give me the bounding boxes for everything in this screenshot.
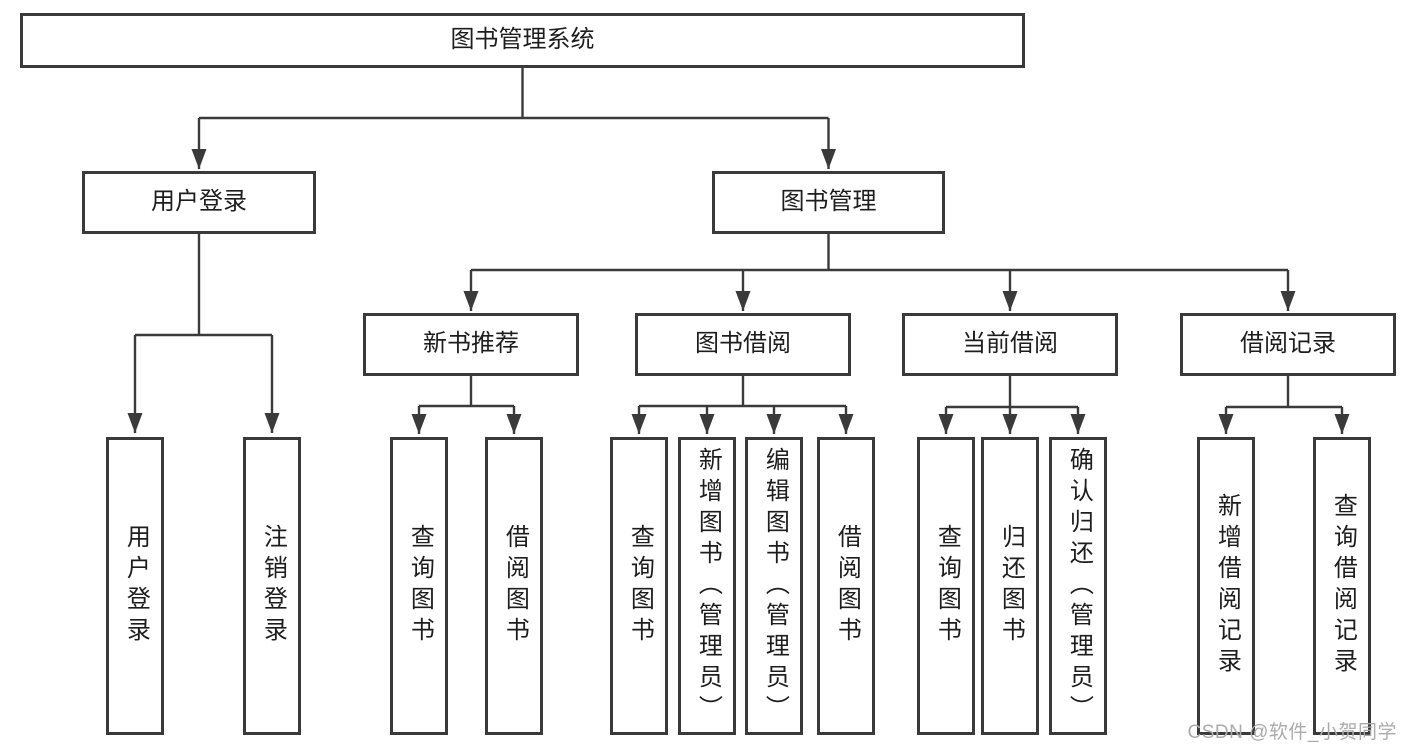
leaf-add-books-admin-label: 新增图书（管理员） <box>694 446 722 726</box>
node-new-book-recommend: 新书推荐 <box>363 313 579 376</box>
leaf-logout: 注销登录 <box>243 437 301 735</box>
leaf-query-books-recommend: 查询图书 <box>390 437 448 735</box>
node-current-borrowing: 当前借阅 <box>902 313 1118 376</box>
node-book-management-branch: 图书管理 <box>712 171 945 234</box>
leaf-query-books-current-label: 查询图书 <box>933 524 961 648</box>
leaf-edit-books-admin: 编辑图书（管理员） <box>745 437 803 735</box>
node-book-borrowing: 图书借阅 <box>635 313 851 376</box>
leaf-borrow-books-recommend: 借阅图书 <box>485 437 543 735</box>
leaf-confirm-return-admin: 确认归还（管理员） <box>1049 437 1107 735</box>
node-library-management-system: 图书管理系统 <box>20 13 1025 68</box>
leaf-add-books-admin: 新增图书（管理员） <box>678 437 736 735</box>
leaf-query-books-recommend-label: 查询图书 <box>406 524 434 648</box>
leaf-logout-label: 注销登录 <box>259 524 287 648</box>
leaf-borrow-books-recommend-label: 借阅图书 <box>501 524 529 648</box>
leaf-query-borrow-record: 查询借阅记录 <box>1313 437 1371 735</box>
leaf-query-borrow-record-label: 查询借阅记录 <box>1329 493 1357 679</box>
leaf-borrow-books: 借阅图书 <box>817 437 875 735</box>
leaf-user-login-label: 用户登录 <box>122 524 150 648</box>
leaf-return-books-label: 归还图书 <box>997 524 1025 648</box>
leaf-edit-books-admin-label: 编辑图书（管理员） <box>761 446 789 726</box>
leaf-confirm-return-admin-label: 确认归还（管理员） <box>1065 446 1093 726</box>
leaf-add-borrow-record: 新增借阅记录 <box>1197 437 1255 735</box>
node-user-login-branch: 用户登录 <box>82 171 316 234</box>
leaf-query-books-borrowing-label: 查询图书 <box>626 524 654 648</box>
leaf-return-books: 归还图书 <box>981 437 1039 735</box>
leaf-borrow-books-label: 借阅图书 <box>833 524 861 648</box>
leaf-user-login: 用户登录 <box>106 437 164 735</box>
watermark: CSDN @软件_小贺同学 <box>1187 722 1397 743</box>
leaf-add-borrow-record-label: 新增借阅记录 <box>1213 493 1241 679</box>
leaf-query-books-current: 查询图书 <box>917 437 975 735</box>
leaf-query-books-borrowing: 查询图书 <box>610 437 668 735</box>
node-borrowing-records: 借阅记录 <box>1180 313 1396 376</box>
